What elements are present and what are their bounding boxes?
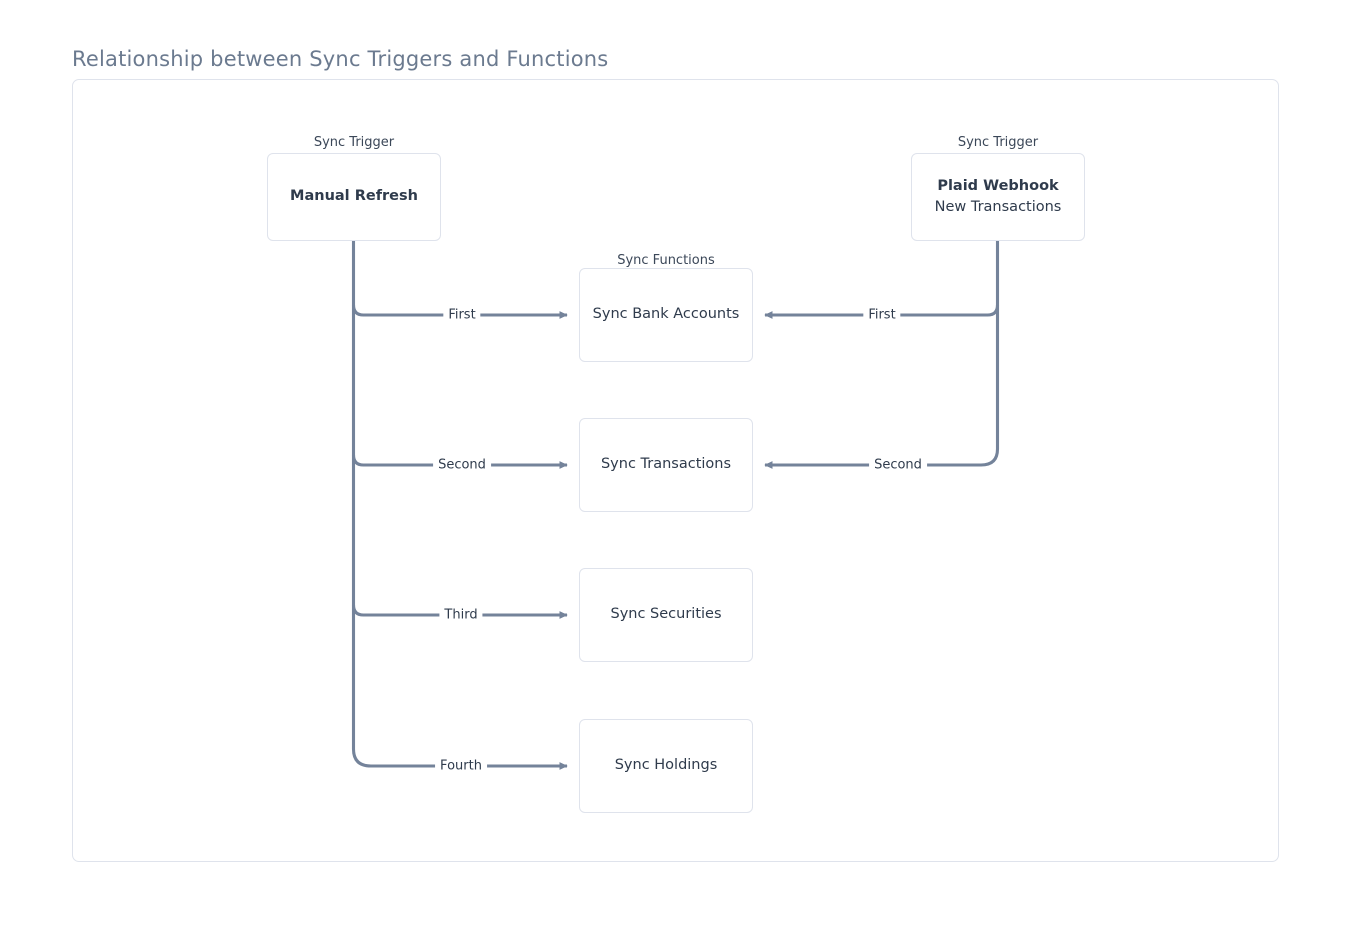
group-label-trigger-left: Sync Trigger: [313, 135, 395, 150]
node-plaid-webhook-sublabel: New Transactions: [934, 199, 1062, 215]
edge-label-third-left: Third: [439, 607, 483, 623]
node-plaid-webhook-label: Plaid Webhook: [937, 177, 1059, 194]
node-manual-refresh-label: Manual Refresh: [290, 188, 418, 205]
node-sync-holdings-label: Sync Holdings: [614, 757, 718, 774]
edge-label-first-left: First: [443, 307, 481, 323]
edge-label-fourth-left: Fourth: [435, 758, 487, 774]
node-manual-refresh[interactable]: Manual Refresh: [267, 153, 441, 241]
edge-label-second-left: Second: [433, 457, 491, 473]
node-sync-transactions[interactable]: Sync Transactions: [579, 418, 753, 512]
page-title: Relationship between Sync Triggers and F…: [72, 47, 609, 71]
node-plaid-webhook[interactable]: Plaid Webhook New Transactions: [911, 153, 1085, 241]
node-sync-bank-accounts-label: Sync Bank Accounts: [592, 306, 740, 323]
group-label-trigger-right: Sync Trigger: [957, 135, 1039, 150]
node-sync-bank-accounts[interactable]: Sync Bank Accounts: [579, 268, 753, 362]
edge-label-second-right: Second: [869, 457, 927, 473]
node-sync-securities[interactable]: Sync Securities: [579, 568, 753, 662]
node-sync-holdings[interactable]: Sync Holdings: [579, 719, 753, 813]
edge-label-first-right: First: [863, 307, 901, 323]
node-sync-transactions-label: Sync Transactions: [600, 456, 732, 473]
node-sync-securities-label: Sync Securities: [610, 606, 722, 623]
group-label-functions: Sync Functions: [617, 253, 715, 268]
